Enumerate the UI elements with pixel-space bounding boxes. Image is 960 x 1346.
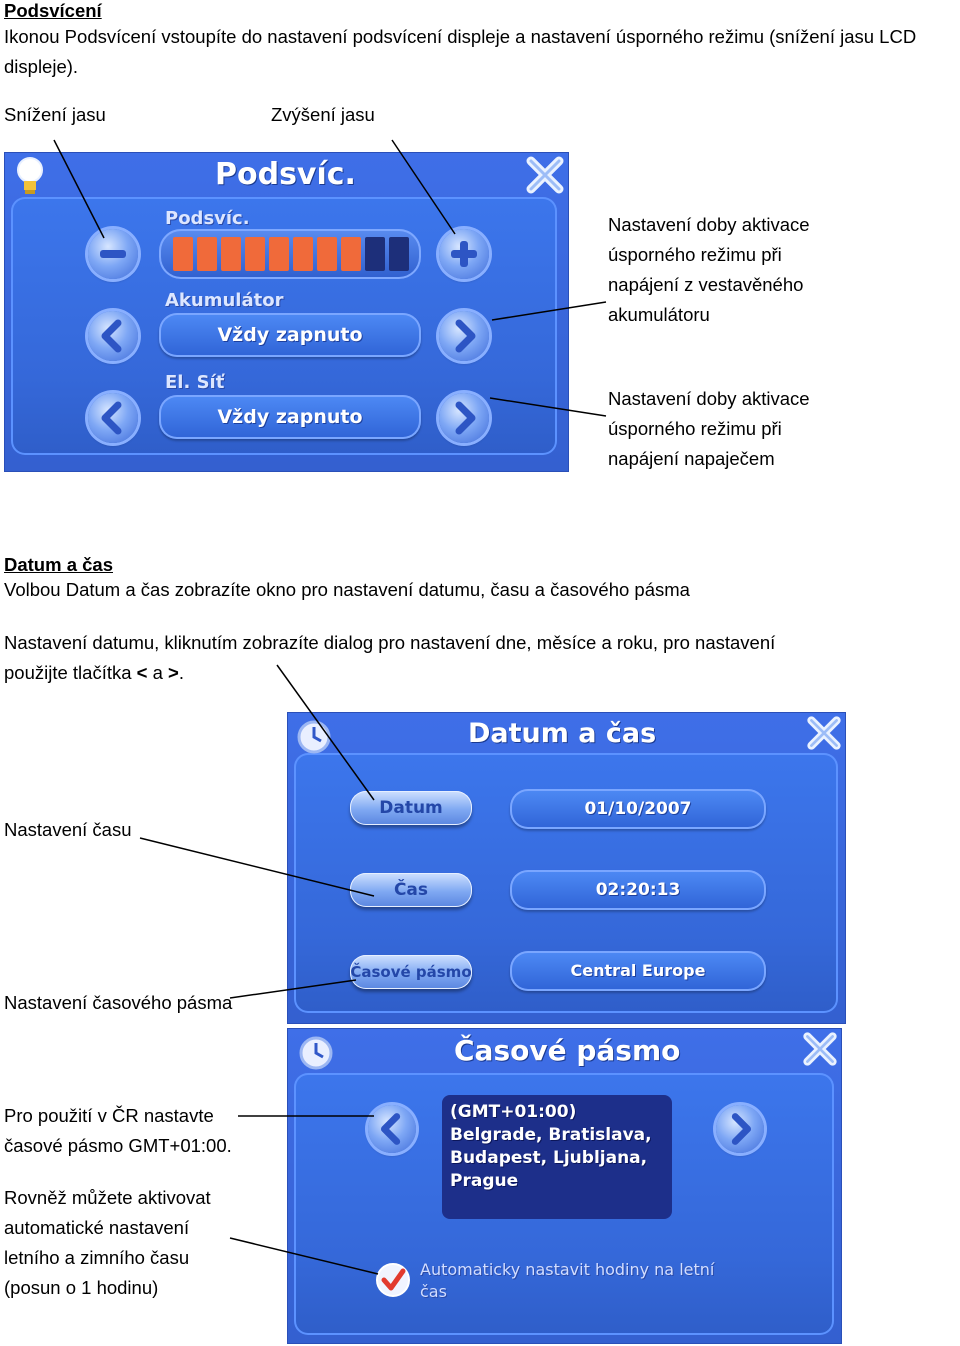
date-hint-line1: Nastavení datumu, kliknutím zobrazíte di… bbox=[4, 632, 776, 653]
timezone-screen: Časové pásmo (GMT+01:00) Belgrade, Brati… bbox=[287, 1028, 842, 1344]
decrease-brightness-button[interactable] bbox=[88, 229, 138, 279]
brightness-segment bbox=[293, 237, 313, 271]
chevron-right-icon bbox=[731, 1113, 752, 1145]
note-battery-line4: akumulátoru bbox=[608, 304, 710, 325]
brightness-segment bbox=[197, 237, 217, 271]
close-icon[interactable] bbox=[802, 1031, 838, 1076]
time-button[interactable]: Čas bbox=[350, 873, 472, 907]
chevron-left-icon bbox=[380, 1113, 401, 1145]
date-button[interactable]: Datum bbox=[350, 791, 472, 825]
brightness-segment bbox=[317, 237, 337, 271]
battery-prev-button[interactable] bbox=[88, 311, 138, 361]
brightness-segment bbox=[221, 237, 241, 271]
close-icon[interactable] bbox=[806, 715, 842, 760]
battery-next-button[interactable] bbox=[439, 311, 489, 361]
timezone-button[interactable]: Časové pásmo bbox=[350, 955, 472, 989]
brightness-segment bbox=[389, 237, 409, 271]
note-dst-line3: letního a zimního času bbox=[4, 1247, 190, 1268]
mains-next-button[interactable] bbox=[439, 393, 489, 443]
close-icon[interactable] bbox=[525, 155, 565, 204]
note-battery-line2: úsporného režimu při bbox=[608, 244, 782, 265]
brightness-segment bbox=[245, 237, 265, 271]
brightness-segment bbox=[365, 237, 385, 271]
timezone-prev-button[interactable] bbox=[368, 1105, 416, 1153]
label-timezone-setting: Nastavení časového pásma bbox=[4, 992, 233, 1013]
datetime-heading: Datum a čas bbox=[4, 554, 113, 575]
mains-label: El. Síť bbox=[165, 372, 225, 393]
brightness-bar[interactable] bbox=[159, 229, 421, 279]
clock-icon bbox=[294, 717, 334, 766]
checkbox-checked-icon[interactable] bbox=[374, 1261, 412, 1308]
timezone-list-box[interactable]: (GMT+01:00) Belgrade, Bratislava, Budape… bbox=[442, 1095, 672, 1219]
time-value[interactable]: 02:20:13 bbox=[510, 870, 766, 910]
timezone-value[interactable]: Central Europe bbox=[510, 951, 766, 991]
battery-value[interactable]: Vždy zapnuto bbox=[159, 313, 421, 357]
note-adapter-line3: napájení napaječem bbox=[608, 448, 775, 469]
note-battery-line1: Nastavení doby aktivace bbox=[608, 214, 810, 235]
note-cz-line2: časové pásmo GMT+01:00. bbox=[4, 1135, 232, 1156]
note-dst-line1: Rovněž můžete aktivovat bbox=[4, 1187, 211, 1208]
date-hint-line2: použijte tlačítka < a >. bbox=[4, 662, 184, 683]
battery-label: Akumulátor bbox=[165, 290, 284, 311]
light-bulb-icon bbox=[13, 155, 47, 206]
datetime-title: Datum a čas bbox=[468, 718, 657, 749]
clock-icon bbox=[296, 1033, 336, 1082]
plus-icon bbox=[451, 241, 477, 267]
timezone-title: Časové pásmo bbox=[454, 1034, 681, 1067]
note-dst-line4: (posun o 1 hodinu) bbox=[4, 1277, 159, 1298]
brightness-segments bbox=[173, 237, 409, 271]
note-battery-line3: napájení z vestavěného bbox=[608, 274, 804, 295]
minus-icon bbox=[100, 250, 126, 258]
auto-dst-label[interactable]: Automaticky nastavit hodiny na letní čas bbox=[420, 1260, 715, 1301]
mains-prev-button[interactable] bbox=[88, 393, 138, 443]
label-increase-brightness: Zvýšení jasu bbox=[271, 104, 375, 125]
backlight-screen: Podsvíc. Podsvíc. Akumulátor Vždy zapnut… bbox=[4, 152, 569, 472]
note-cz-line1: Pro použití v ČR nastavte bbox=[4, 1105, 214, 1126]
label-time-setting: Nastavení času bbox=[4, 819, 132, 840]
label-decrease-brightness: Snížení jasu bbox=[4, 104, 106, 125]
backlight-title: Podsvíc. bbox=[215, 157, 356, 192]
datetime-screen: Datum a čas Datum 01/10/2007 Čas 02:20:1… bbox=[287, 712, 846, 1024]
timezone-next-button[interactable] bbox=[716, 1105, 764, 1153]
note-adapter-line1: Nastavení doby aktivace bbox=[608, 388, 810, 409]
brightness-segment bbox=[269, 237, 289, 271]
brightness-segment bbox=[173, 237, 193, 271]
brightness-segment bbox=[341, 237, 361, 271]
note-adapter-line2: úsporného režimu při bbox=[608, 418, 782, 439]
date-value[interactable]: 01/10/2007 bbox=[510, 789, 766, 829]
backlight-heading: Podsvícení bbox=[4, 0, 102, 21]
increase-brightness-button[interactable] bbox=[439, 229, 489, 279]
backlight-intro: Ikonou Podsvícení vstoupíte do nastavení… bbox=[4, 26, 917, 77]
chevron-left-icon bbox=[101, 401, 122, 435]
chevron-right-icon bbox=[455, 401, 476, 435]
chevron-right-icon bbox=[455, 319, 476, 353]
mains-value[interactable]: Vždy zapnuto bbox=[159, 395, 421, 439]
backlight-level-label: Podsvíc. bbox=[165, 208, 250, 229]
note-dst-line2: automatické nastavení bbox=[4, 1217, 190, 1238]
datetime-intro: Volbou Datum a čas zobrazíte okno pro na… bbox=[4, 579, 690, 600]
chevron-left-icon bbox=[101, 319, 122, 353]
